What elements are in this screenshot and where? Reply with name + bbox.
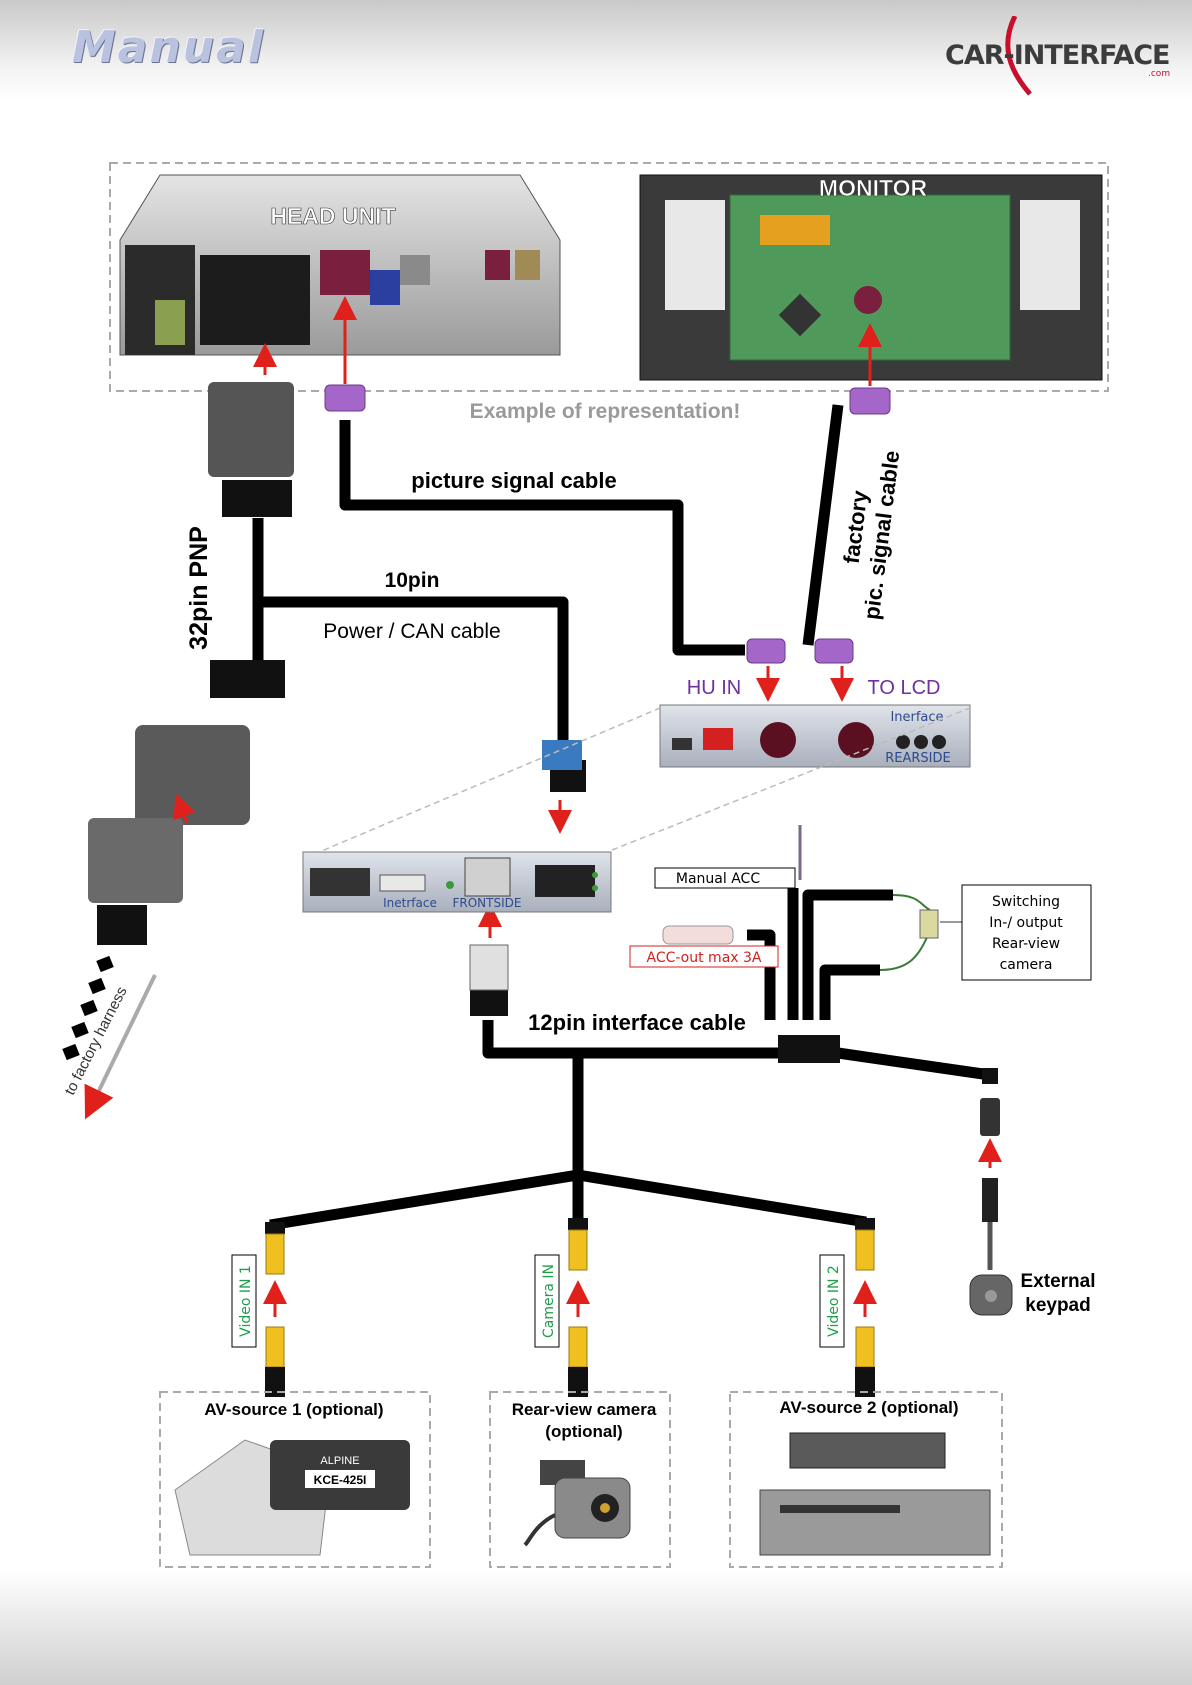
- rca-connectors: [265, 1218, 875, 1397]
- keypad-cable: [837, 1047, 991, 1081]
- av-source-1-label: AV-source 1 (optional): [204, 1400, 383, 1419]
- pnp-connector-images: [88, 382, 582, 903]
- keypad-image: [969, 1098, 1013, 1316]
- acc-out-label: ACC-out max 3A: [646, 950, 761, 966]
- av-source-2-label: AV-source 2 (optional): [779, 1398, 958, 1417]
- picture-signal-cable-label: picture signal cable: [411, 468, 616, 493]
- cable-12pin-label: 12pin interface cable: [528, 1010, 746, 1035]
- rear-view-camera-image: [523, 1460, 631, 1547]
- head-unit-label: HEAD UNIT: [270, 203, 395, 229]
- switching-label-1: Switching: [992, 894, 1060, 910]
- video-in-1-box: [231, 1254, 257, 1348]
- av-source-1-image: ALPINE KCE-425I: [174, 1439, 410, 1556]
- av-source-1-frame: [159, 1391, 431, 1568]
- interface-front-label: Inetrface: [383, 896, 437, 910]
- acc-out-connector: [662, 925, 734, 945]
- connector-12pin-image: [469, 944, 509, 991]
- kce-brand-label: ALPINE: [320, 1455, 359, 1467]
- red-arrows: [173, 296, 1002, 1317]
- fakra-connectors: [324, 384, 891, 664]
- acc-out-box: [629, 945, 779, 968]
- cable-12pin: [482, 1020, 780, 1059]
- harness-dashes: [62, 955, 114, 1061]
- cables: [252, 404, 991, 1231]
- camera-in-label: Camera IN: [541, 1264, 557, 1338]
- power-can-cable-label: Power / CAN cable: [323, 620, 500, 643]
- rearside-label: REARSIDE: [885, 751, 950, 766]
- interface-rearside: [659, 704, 971, 768]
- rear-view-camera-label-2: (optional): [545, 1422, 622, 1441]
- hu-in-label: HU IN: [687, 677, 741, 699]
- head-unit-image: [119, 174, 561, 356]
- av-source-2-frame: [729, 1391, 1003, 1568]
- kce-model-label: KCE-425I: [314, 1473, 367, 1487]
- to-lcd-label: TO LCD: [868, 677, 941, 699]
- frontside-label: FRONTSIDE: [453, 896, 522, 910]
- pin10-label: 10pin: [385, 569, 440, 592]
- pnp32-label: 32pin PNP: [185, 526, 213, 650]
- switching-box: [961, 884, 1092, 981]
- monitor-label: MONITOR: [819, 175, 928, 201]
- logo-swoosh-icon: [1005, 16, 1032, 96]
- switching-label-3: Rear-view: [992, 936, 1060, 952]
- brand-logo: CAR-INTERFACE: [945, 40, 1171, 71]
- factory-harness-arrow: [84, 974, 157, 1120]
- example-label: Example of representation!: [470, 400, 741, 423]
- video-in-1-label: Video IN 1: [238, 1265, 254, 1337]
- video-split-cable: [269, 1169, 867, 1231]
- acc-cables: [747, 888, 893, 1020]
- rear-view-camera-label-1: Rear-view camera: [512, 1400, 657, 1419]
- to-factory-harness-label: to factory harness: [61, 984, 130, 1098]
- video-in-2-box: [819, 1254, 845, 1348]
- rear-view-camera-frame: [489, 1391, 671, 1568]
- interface-frontside: [302, 851, 612, 913]
- video-in-2-label: Video IN 2: [826, 1265, 842, 1337]
- picture-signal-cable: [339, 420, 745, 656]
- power-can-cable: [258, 596, 569, 762]
- factory-pic-signal-cable: [802, 404, 844, 646]
- external-keypad-label-2: keypad: [1025, 1295, 1090, 1316]
- external-keypad-label-1: External: [1021, 1271, 1096, 1292]
- switching-connector: [919, 909, 939, 939]
- brand-logo-suffix: .com: [1148, 69, 1171, 79]
- page-title: Manual: [72, 22, 265, 73]
- interface-rear-label: Inerface: [890, 710, 943, 725]
- footer-band: [0, 1570, 1192, 1685]
- switching-label-4: camera: [1000, 957, 1053, 973]
- manual-acc-label: Manual ACC: [676, 871, 760, 887]
- example-frame: [109, 162, 1109, 392]
- camera-in-box: [534, 1254, 560, 1348]
- manual-acc-box: [654, 867, 796, 889]
- av-source-2-image: [759, 1432, 991, 1556]
- connector-blocks: [97, 480, 998, 1084]
- switching-label-2: In-/ output: [989, 915, 1063, 931]
- header-band: [0, 0, 1192, 100]
